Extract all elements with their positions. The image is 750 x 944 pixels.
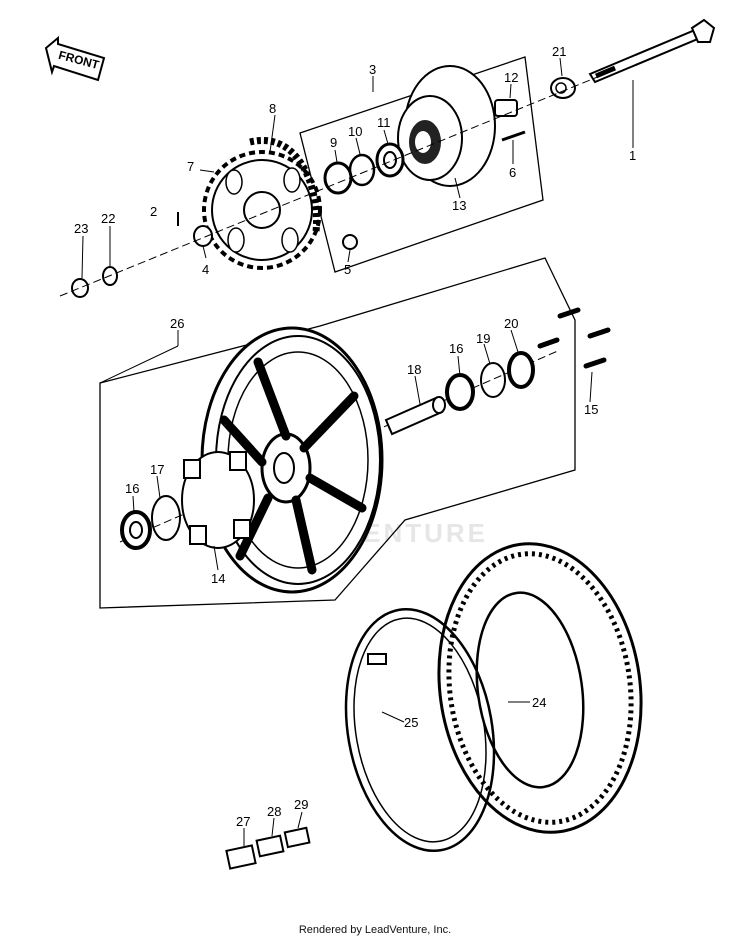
- callout-27: 27: [236, 814, 250, 829]
- drive-chain: [249, 136, 320, 233]
- callout-19: 19: [476, 331, 490, 346]
- collar-4: [193, 225, 213, 247]
- hub-damper: [181, 451, 255, 549]
- leader-lines: [81, 57, 634, 846]
- callout-4: 4: [202, 262, 209, 277]
- balance-weights: [225, 826, 311, 870]
- callout-28: 28: [267, 804, 281, 819]
- callout-14: 14: [211, 571, 225, 586]
- callout-9: 9: [330, 135, 337, 150]
- nut-5: [342, 234, 358, 250]
- callout-numbers: 1 2 3 4 5 6 7 8 9 10 11 12 13 14 15 16 1…: [74, 44, 636, 829]
- callout-3: 3: [369, 62, 376, 77]
- callout-12: 12: [504, 70, 518, 85]
- callout-26: 26: [170, 316, 184, 331]
- seal-9: [323, 161, 353, 195]
- callout-2: 2: [150, 204, 157, 219]
- spacer-18: [384, 396, 446, 436]
- callout-11: 11: [377, 115, 391, 130]
- axle: [588, 18, 716, 84]
- o-ring-17: [151, 495, 181, 541]
- callout-23: 23: [74, 221, 88, 236]
- bolts-15: [537, 307, 611, 369]
- callout-13: 13: [452, 198, 466, 213]
- group-outline-wheel: [99, 257, 576, 609]
- callout-6: 6: [509, 165, 516, 180]
- seal-20: [507, 351, 535, 389]
- callout-1: 1: [629, 148, 636, 163]
- callout-20: 20: [504, 316, 518, 331]
- bolt-6: [501, 130, 526, 142]
- callout-16-right: 16: [449, 341, 463, 356]
- callout-29: 29: [294, 797, 308, 812]
- callout-10: 10: [348, 124, 362, 139]
- tire: [437, 542, 643, 834]
- callout-5: 5: [344, 262, 351, 277]
- nut-23: [71, 278, 89, 298]
- callout-7: 7: [187, 159, 194, 174]
- circlip-19: [480, 362, 506, 398]
- callout-15: 15: [584, 402, 598, 417]
- bearing-16-right: [445, 373, 475, 411]
- callout-21: 21: [552, 44, 566, 59]
- circlip-10: [348, 153, 376, 187]
- sprocket-hub: [397, 65, 518, 187]
- callout-18: 18: [407, 362, 421, 377]
- rear-sprocket: [202, 150, 322, 270]
- footer-credit: Rendered by LeadVenture, Inc.: [298, 924, 452, 936]
- callout-22: 22: [101, 211, 115, 226]
- callout-25: 25: [404, 715, 418, 730]
- callout-24: 24: [532, 695, 546, 710]
- callout-17: 17: [150, 462, 164, 477]
- callout-16-left: 16: [125, 481, 139, 496]
- callout-8: 8: [269, 101, 276, 116]
- front-arrow-icon: FRONT: [44, 35, 106, 82]
- inner-tube: [344, 607, 496, 853]
